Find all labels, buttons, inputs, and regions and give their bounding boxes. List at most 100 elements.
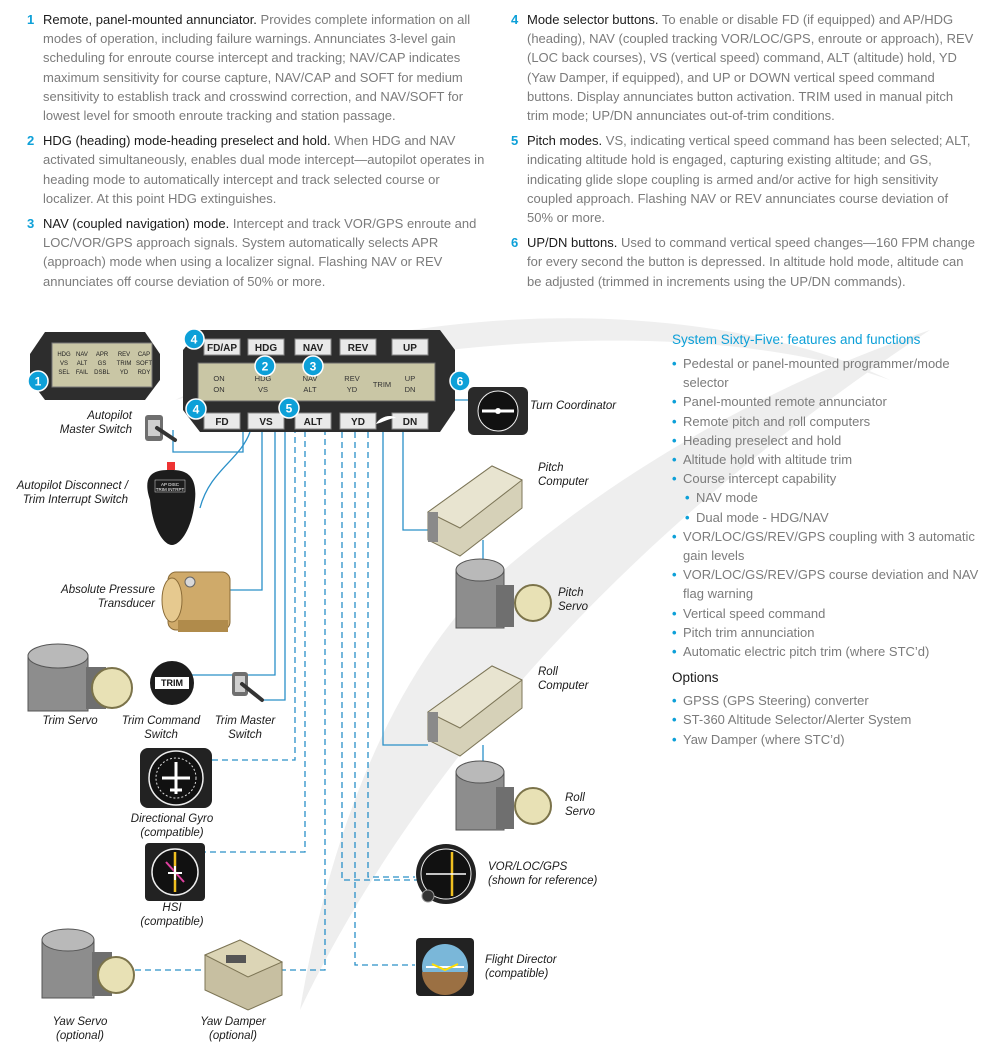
annunciator-text: REV [118,352,130,358]
bullet-icon: • [672,432,677,448]
mode-button-label: FD/AP [207,343,237,354]
label-trim-command-switch: Trim Command Switch [118,714,204,742]
mode-button-nav[interactable]: NAV [294,338,332,356]
label-line: Computer [538,680,589,692]
label-line: Switch [228,729,262,741]
label-line: Master Switch [59,424,132,436]
label-directional-gyro: Directional Gyro (compatible) [120,812,224,840]
feature-text: VOR/LOC/GS/REV/GPS coupling with 3 autom… [683,528,975,564]
label-flight-director: Flight Director (compatible) [485,953,595,981]
label-yaw-servo: Yaw Servo (optional) [40,1015,120,1043]
label-vor-loc-gps: VOR/LOC/GPS (shown for reference) [488,860,618,888]
hsi-instrument [145,843,205,901]
annunciator-text: SOFT [136,361,152,367]
description-number: 5 [511,133,519,149]
label-line: (optional) [209,1030,257,1042]
label-turn-coordinator: Turn Coordinator [530,399,640,413]
feature-item: •Panel-mounted remote annunciator [672,392,992,411]
callout-badge: 3 [302,355,324,377]
autopilot-master-switch [145,415,177,442]
annunciator-text: YD [120,370,129,376]
mode-button-fd[interactable]: FD [203,412,241,430]
feature-text: NAV mode [696,490,758,506]
mode-button-label: UP [403,343,417,354]
annunciator-text: VS [60,361,68,367]
bullet-icon: • [672,644,677,660]
callout-badge: 1 [27,370,49,392]
mode-button-label: HDG [255,343,277,354]
label-pitch-computer: Pitch Computer [538,461,608,489]
display-text: ALT [303,385,317,394]
pitch-servo [455,558,552,629]
label-roll-servo: Roll Servo [565,791,625,819]
feature-list: •Pedestal or panel-mounted programmer/mo… [672,354,992,661]
feature-text: Dual mode - HDG/NAV [696,509,829,525]
mode-button-label: VS [259,417,273,428]
directional-gyro-instrument [140,748,212,808]
option-text: GPSS (GPS Steering) converter [683,693,869,709]
feature-text: Automatic electric pitch trim (where STC… [683,644,930,660]
label-line: (shown for reference) [488,875,598,887]
display-text: NAV [303,374,318,383]
mode-button-label: FD [215,417,228,428]
description-number: 1 [27,12,35,27]
ap-disconnect-switch: AP DISC TRIM INTRPT [147,462,196,545]
mode-button-alt[interactable]: ALT [294,412,332,430]
feature-item: • Dual mode - HDG/NAV [672,508,992,527]
description-number: 6 [511,235,519,251]
label-line: Roll [538,666,558,678]
feature-text: VOR/LOC/GS/REV/GPS course deviation and … [683,567,979,602]
mode-button-up[interactable]: UP [391,338,429,356]
annunciator-text: FAIL [76,370,89,376]
label-line: Pitch [558,587,584,599]
description-item: 2 HDG (heading) mode-heading preselect an… [27,131,492,208]
label-line: Transducer [97,598,155,610]
bullet-icon: • [672,452,677,468]
bullet-icon: • [685,509,690,525]
label-line: HSI [162,902,182,914]
label-line: VOR/LOC/GPS [488,861,568,873]
option-item: • ST-360 Altitude Selector/Alerter System [672,710,992,729]
mode-button-dn[interactable]: DN [391,412,429,430]
label-line: Trim Master [214,715,276,727]
label-line: Autopilot Disconnect / [16,480,128,492]
description-heading: NAV (coupled navigation) mode. [43,216,230,232]
mode-button-hdg[interactable]: HDG [247,338,285,356]
label-line: Autopilot [87,410,132,422]
option-text: ST-360 Altitude Selector/Alerter System [683,712,912,728]
feature-item: •Heading preselect and hold [672,431,992,450]
mode-button-label: YD [351,417,365,428]
mode-button-rev[interactable]: REV [339,338,377,356]
display-text: ON [213,374,224,383]
trim-servo [27,643,133,712]
trim-switch-text: TRIM [161,678,183,688]
feature-text: Altitude hold with altitude trim [683,452,853,468]
mode-button-fd-ap[interactable]: FD/AP [203,338,241,356]
bullet-icon: • [672,356,677,371]
label-autopilot-master-switch: Autopilot Master Switch [40,409,132,437]
mode-button-vs[interactable]: VS [247,412,285,430]
mode-button-yd[interactable]: YD [339,412,377,430]
label-hsi: HSI (compatible) [130,901,214,929]
bullet-icon: • [672,624,677,640]
annunciator-text: TRIM [117,361,132,367]
label-pressure-transducer: Absolute Pressure Transducer [40,583,155,611]
bullet-icon: • [672,731,677,747]
feature-text: Remote pitch and roll computers [683,413,871,429]
bullet-icon: • [672,712,677,728]
description-number: 2 [27,133,35,149]
label-line: Absolute Pressure [61,584,155,596]
label-line: (compatible) [485,968,549,980]
label-line: Trim Command [121,715,201,727]
label-ap-disconnect-switch: Autopilot Disconnect / Trim Interrupt Sw… [6,479,128,507]
description-body: To enable or disable FD (if equipped) an… [527,12,974,124]
description-heading: HDG (heading) mode-heading preselect and… [43,133,331,149]
callout-number: 2 [262,360,269,374]
annunciator-text: ALT [77,361,88,367]
label-trim-master-switch: Trim Master Switch [208,714,282,742]
